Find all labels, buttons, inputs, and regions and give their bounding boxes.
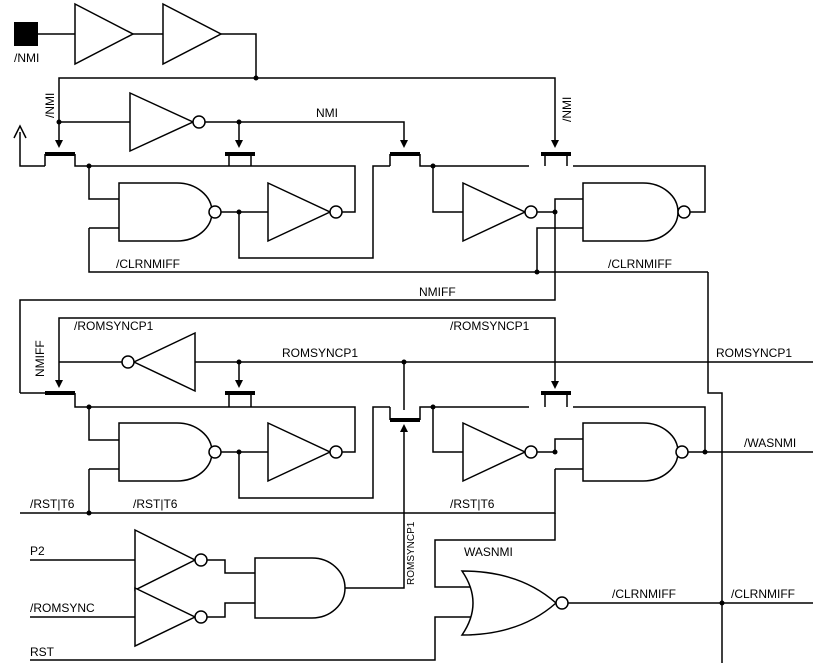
label-romsyncp1-n-left: /ROMSYNCP1 xyxy=(74,319,154,333)
nand-gate-2 xyxy=(582,182,691,242)
buffer-2 xyxy=(162,2,223,66)
pass-transistor-4 xyxy=(541,140,571,166)
label-wasnmi-n-out: /WASNMI xyxy=(744,436,796,450)
inverter-4 xyxy=(462,421,538,483)
label-romsyncp1-out: ROMSYNCP1 xyxy=(716,346,792,360)
buffer-1 xyxy=(74,2,135,66)
wires xyxy=(13,33,813,663)
inverter-3 xyxy=(267,421,343,483)
label-nmi-n-left: /NMI xyxy=(43,93,57,118)
label-clrnmiff-n-or: /CLRNMIFF xyxy=(612,587,676,601)
label-nmi-pin: /NMI xyxy=(14,51,39,65)
and-gate xyxy=(254,557,346,619)
label-clrnmiff-n-mid: /CLRNMIFF xyxy=(608,257,672,271)
nand-gate-1 xyxy=(118,182,222,242)
nand-gate-4 xyxy=(582,422,689,482)
romsyncp1-inverter xyxy=(121,331,196,393)
signal-labels: /NMI /NMI /NMI NMI /CLRNMIFF /CLRNMIFF N… xyxy=(14,51,796,659)
label-nmi-n-right: /NMI xyxy=(560,97,574,122)
pass-transistor-1 xyxy=(44,140,89,167)
label-rst-t6-2: /RST|T6 xyxy=(133,497,178,511)
label-clrnmiff-n-out: /CLRNMIFF xyxy=(731,587,795,601)
inverter-1 xyxy=(267,181,343,243)
label-nmiff-h: NMIFF xyxy=(419,285,456,299)
pass-transistors xyxy=(44,140,571,432)
label-romsync-n: /ROMSYNC xyxy=(30,601,95,615)
label-romsyncp1-n-right: /ROMSYNCP1 xyxy=(450,319,530,333)
nmi-inverter xyxy=(129,91,206,153)
p2-inverter xyxy=(134,528,208,592)
nmi-input-pad xyxy=(14,22,38,46)
pass-transistor-7 xyxy=(389,406,433,432)
junction-dots xyxy=(56,75,725,606)
nand-gate-3 xyxy=(118,422,222,482)
label-wasnmi: WASNMI xyxy=(464,545,513,559)
label-p2: P2 xyxy=(30,544,45,558)
label-nmi: NMI xyxy=(316,106,338,120)
pass-transistor-5 xyxy=(45,380,89,408)
pass-transistor-8 xyxy=(541,381,571,407)
label-nmiff-v: NMIFF xyxy=(33,340,47,377)
logic-gates xyxy=(14,2,691,648)
label-rst-t6-3: /RST|T6 xyxy=(450,497,495,511)
label-romsyncp1-v: ROMSYNCP1 xyxy=(406,521,417,585)
label-rst-t6-1: /RST|T6 xyxy=(30,497,75,511)
romsync-inverter xyxy=(134,586,208,648)
pass-transistor-6 xyxy=(225,380,255,407)
nor-gate xyxy=(460,570,569,636)
inverter-2 xyxy=(462,181,538,243)
label-clrnmiff-n-left: /CLRNMIFF xyxy=(116,257,180,271)
label-romsyncp1-mid: ROMSYNCP1 xyxy=(282,346,358,360)
label-rst: RST xyxy=(30,645,55,659)
pass-transistor-2 xyxy=(225,140,255,166)
pass-transistor-3 xyxy=(389,140,433,167)
